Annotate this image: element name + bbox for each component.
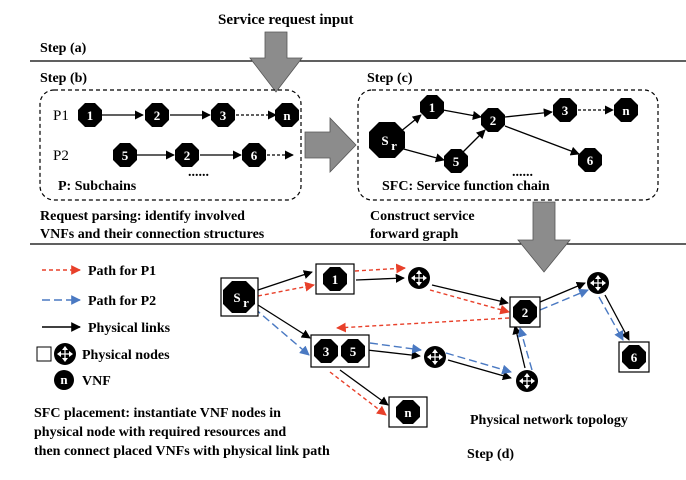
sfc-placement-line1: SFC placement: instantiate VNF nodes in <box>34 406 281 421</box>
svg-text:6: 6 <box>631 350 638 365</box>
sfc-caption: SFC: Service function chain <box>382 179 550 194</box>
sfc-placement-line2: physical node with required resources an… <box>34 425 286 440</box>
svg-text:n: n <box>283 108 291 123</box>
svg-text:3: 3 <box>323 344 330 359</box>
p2-vnf-6: 6 <box>242 143 266 167</box>
svg-text:S: S <box>233 290 240 305</box>
svg-text:6: 6 <box>587 153 594 168</box>
subchain-box <box>39 89 302 201</box>
svg-text:3: 3 <box>562 103 569 118</box>
p1-path <box>257 281 315 297</box>
legend: Path for P1 Path for P2 Physical links P… <box>36 264 171 390</box>
legend-vnf: VNF <box>82 374 111 389</box>
p-dots: ...... <box>188 165 209 180</box>
sfc-vnf-5: 5 <box>444 149 468 173</box>
svg-text:5: 5 <box>453 154 460 169</box>
svg-text:1: 1 <box>429 100 436 115</box>
sfc-vnf-3: 3 <box>553 98 577 122</box>
router-node-middle <box>423 345 447 369</box>
sfc-source-node: S r <box>369 122 405 158</box>
legend-vnf-icon: n <box>54 370 74 390</box>
sfc-vnf-2: 2 <box>481 108 505 132</box>
svg-text:S: S <box>381 133 388 148</box>
router-node-right <box>586 271 610 295</box>
phys-node-vnf-1: 1 <box>315 263 355 295</box>
construct-graph-line1: Construct service <box>370 209 475 224</box>
svg-text:r: r <box>243 295 249 310</box>
sfc-graph: S r 1 2 3 n 5 6 <box>369 95 638 173</box>
phys-node-vnf-n: n <box>388 396 428 428</box>
p2-chain: 5 2 6 <box>113 143 294 167</box>
sfc-dots: ...... <box>512 165 533 180</box>
svg-text:n: n <box>404 405 412 420</box>
sfc-vnf-1: 1 <box>420 95 444 119</box>
p1-chain: 1 2 3 n <box>78 103 299 127</box>
p1-vnf-1: 1 <box>78 103 102 127</box>
legend-path-p1: Path for P1 <box>88 264 156 279</box>
svg-text:1: 1 <box>332 272 339 287</box>
p2-path <box>253 307 310 356</box>
subchains-caption: P: Subchains <box>58 179 137 194</box>
svg-text:2: 2 <box>154 108 161 123</box>
request-parsing-line1: Request parsing: identify involved <box>40 209 245 224</box>
svg-text:2: 2 <box>184 148 191 163</box>
p2-label: P2 <box>53 148 69 164</box>
router-node-bottom <box>515 369 539 393</box>
legend-physical-links: Physical links <box>88 321 171 336</box>
legend-node-box <box>36 346 52 362</box>
p2-vnf-2: 2 <box>175 143 199 167</box>
construct-graph-line2: forward graph <box>370 227 458 242</box>
graph-to-placement-arrow <box>517 201 571 273</box>
phys-node-vnf-6: 6 <box>618 341 650 373</box>
physical-topology-label: Physical network topology <box>470 413 628 428</box>
sfc-box <box>357 89 659 201</box>
phys-node-vnf-3-5: 3 5 <box>310 334 370 368</box>
p1-vnf-n: n <box>275 103 299 127</box>
legend-path-p2: Path for P2 <box>88 294 156 309</box>
service-input-arrow <box>249 31 303 93</box>
phys-source-node: S r <box>220 277 259 317</box>
p1-vnf-2: 2 <box>145 103 169 127</box>
step-d-label: Step (d) <box>467 447 514 462</box>
router-node-top <box>407 266 431 290</box>
request-parsing-line2: VNFs and their connection structures <box>40 227 265 242</box>
svg-text:3: 3 <box>220 108 227 123</box>
p1-label: P1 <box>53 108 69 124</box>
step-b-label: Step (b) <box>40 71 87 86</box>
sfc-vnf-n: n <box>614 98 638 122</box>
service-request-input-label: Service request input <box>218 12 354 28</box>
svg-text:n: n <box>622 103 630 118</box>
svg-text:n: n <box>60 372 68 387</box>
svg-text:5: 5 <box>122 148 129 163</box>
sfc-vnf-6: 6 <box>578 148 602 172</box>
phys-node-vnf-2: 2 <box>509 296 541 328</box>
step-a-label: Step (a) <box>40 41 87 56</box>
p1-vnf-3: 3 <box>211 103 235 127</box>
svg-text:6: 6 <box>251 148 258 163</box>
p2-vnf-5: 5 <box>113 143 137 167</box>
legend-physical-nodes: Physical nodes <box>82 348 170 363</box>
step-c-label: Step (c) <box>367 71 413 86</box>
parse-to-graph-arrow <box>304 117 357 173</box>
svg-text:5: 5 <box>350 344 357 359</box>
physical-topology: S r 1 2 6 3 5 <box>220 263 650 428</box>
svg-text:2: 2 <box>522 305 529 320</box>
sfc-placement-line3: then connect placed VNFs with physical l… <box>34 444 330 459</box>
svg-text:r: r <box>391 138 397 153</box>
svg-text:2: 2 <box>490 113 497 128</box>
svg-text:1: 1 <box>87 108 94 123</box>
router-icon <box>53 342 77 366</box>
